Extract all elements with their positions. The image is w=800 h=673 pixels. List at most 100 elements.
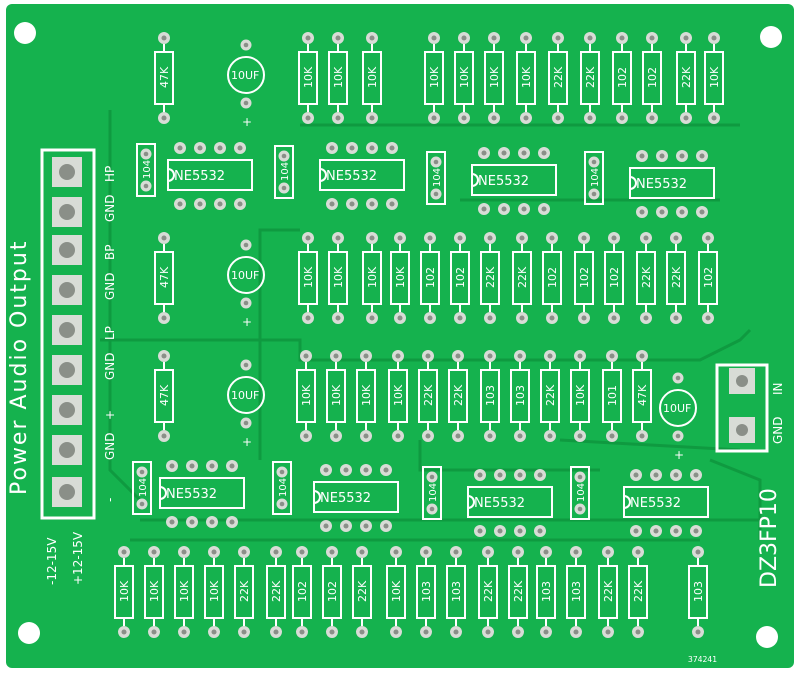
drill-hole xyxy=(425,433,431,439)
drill-hole xyxy=(369,145,375,151)
resistor-label: 22K xyxy=(484,266,497,288)
drill-hole xyxy=(343,467,349,473)
resistor-label: 22K xyxy=(238,580,251,602)
drill-hole xyxy=(151,549,157,555)
drill-hole xyxy=(369,201,375,207)
mounting-hole xyxy=(14,22,36,44)
resistor-label: 10K xyxy=(178,580,191,602)
drill-hole xyxy=(591,191,597,197)
resistor: 10K xyxy=(388,350,408,442)
drill-hole xyxy=(541,206,547,212)
capacitor-104: 104 xyxy=(272,461,292,515)
capacitor-label: 104 xyxy=(278,478,289,497)
resistor: 10K xyxy=(704,32,724,124)
resistor-label: 22K xyxy=(482,580,495,602)
drill-hole xyxy=(161,433,167,439)
resistor: 22K xyxy=(548,32,568,124)
drill-hole xyxy=(517,472,523,478)
drill-hole xyxy=(299,549,305,555)
opamp-ne5532: NE5532 xyxy=(629,150,715,218)
drill-hole xyxy=(543,549,549,555)
resistor: 10K xyxy=(298,32,318,124)
capacitor-104: 104 xyxy=(274,145,294,199)
capacitor-104: 104 xyxy=(422,466,442,520)
drill-hole xyxy=(521,150,527,156)
resistor-label: 10K xyxy=(332,266,345,288)
resistor-label: 22K xyxy=(584,66,597,88)
drill-hole xyxy=(363,353,369,359)
resistor-label: 10K xyxy=(332,66,345,88)
drill-hole xyxy=(197,201,203,207)
drill-hole xyxy=(457,315,463,321)
resistor: 22K xyxy=(580,32,600,124)
resistor-label: 101 xyxy=(606,385,619,406)
resistor-label: 102 xyxy=(702,267,715,288)
drill-hole xyxy=(639,353,645,359)
opamp-ne5532: NE5532 xyxy=(313,464,399,532)
drill-hole xyxy=(619,35,625,41)
resistor: 22K xyxy=(628,546,648,638)
resistor-label: 10K xyxy=(330,384,343,406)
output-pin-label: BP xyxy=(103,245,117,260)
mounting-holes xyxy=(14,22,782,648)
resistor: 10K xyxy=(298,232,318,324)
drill-hole xyxy=(121,549,127,555)
resistor: 102 xyxy=(292,546,312,638)
resistor: 102 xyxy=(604,232,624,324)
capacitor-label: 104 xyxy=(138,478,149,497)
drill-hole xyxy=(477,472,483,478)
drill-hole xyxy=(431,115,437,121)
drill-hole xyxy=(229,463,235,469)
drill-hole xyxy=(537,528,543,534)
resistor: 10K xyxy=(296,350,316,442)
drill-hole xyxy=(211,549,217,555)
resistor: 22K xyxy=(512,232,532,324)
resistor-label: 47K xyxy=(158,66,171,88)
drill-hole xyxy=(299,629,305,635)
resistor: 103 xyxy=(416,546,436,638)
drill-hole xyxy=(547,353,553,359)
resistor-label: 102 xyxy=(454,267,467,288)
resistor-label: 10K xyxy=(208,580,221,602)
resistor-label: 102 xyxy=(608,267,621,288)
drill-hole xyxy=(519,235,525,241)
drill-hole xyxy=(181,549,187,555)
resistor: 22K xyxy=(352,546,372,638)
resistor: 103 xyxy=(688,546,708,638)
drill-hole xyxy=(335,315,341,321)
drill-hole xyxy=(429,474,435,480)
drill-hole xyxy=(581,315,587,321)
drill-hole xyxy=(329,201,335,207)
resistor: 10K xyxy=(328,232,348,324)
terminal-hole xyxy=(59,242,75,258)
drill-hole xyxy=(653,472,659,478)
resistor: 10K xyxy=(326,350,346,442)
output-pin-label: LP xyxy=(103,326,117,340)
drill-hole xyxy=(673,528,679,534)
drill-hole xyxy=(491,115,497,121)
drill-hole xyxy=(329,145,335,151)
output-pin-label: HP xyxy=(103,166,117,182)
drill-hole xyxy=(329,629,335,635)
resistor-label: 103 xyxy=(514,385,527,406)
drill-hole xyxy=(711,115,717,121)
drill-hole xyxy=(359,549,365,555)
drill-hole xyxy=(279,469,285,475)
drill-hole xyxy=(121,629,127,635)
capacitor-value-label: 10UF xyxy=(231,69,259,82)
capacitor-104: 104 xyxy=(132,461,152,515)
resistor-label: 102 xyxy=(578,267,591,288)
drill-hole xyxy=(699,209,705,215)
drill-hole xyxy=(487,353,493,359)
drill-hole xyxy=(397,315,403,321)
drill-hole xyxy=(485,549,491,555)
drill-hole xyxy=(433,191,439,197)
capacitor-104: 104 xyxy=(426,151,446,205)
drill-hole xyxy=(675,375,681,381)
resistor-label: 22K xyxy=(512,580,525,602)
drill-hole xyxy=(555,115,561,121)
drill-hole xyxy=(189,463,195,469)
resistor-label: 22K xyxy=(632,580,645,602)
resistor: 101 xyxy=(602,350,622,442)
